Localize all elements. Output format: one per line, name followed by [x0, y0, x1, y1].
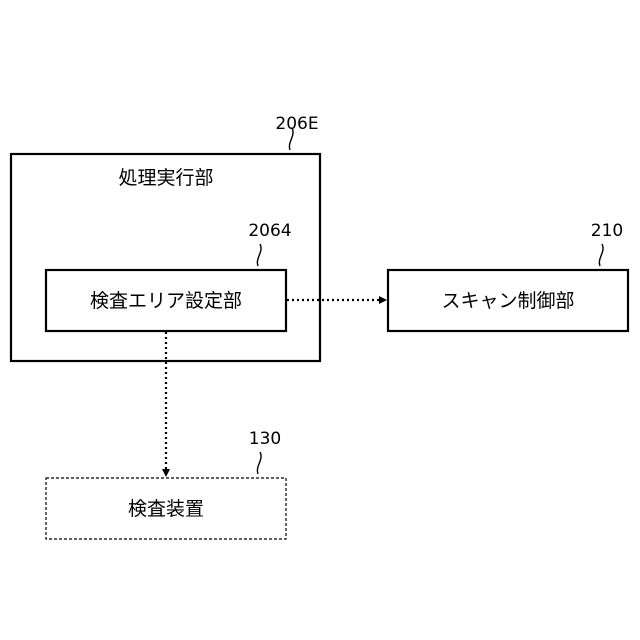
inspection-device-block-title: 検査装置 — [128, 498, 204, 520]
inspection-device-ref-label: 130 — [249, 429, 281, 449]
inspection-device-leader-line — [257, 452, 261, 474]
area-setting-ref-label: 2064 — [248, 221, 291, 241]
outer-block-ref-label: 206E — [275, 114, 318, 134]
area-setting-leader-line — [257, 244, 261, 266]
outer-block-title: 処理実行部 — [118, 167, 213, 189]
scan-control-block-title: スキャン制御部 — [441, 290, 574, 312]
area-setting-block-title: 検査エリア設定部 — [90, 290, 242, 312]
scan-control-ref-label: 210 — [591, 221, 623, 241]
scan-control-leader-line — [599, 244, 603, 266]
